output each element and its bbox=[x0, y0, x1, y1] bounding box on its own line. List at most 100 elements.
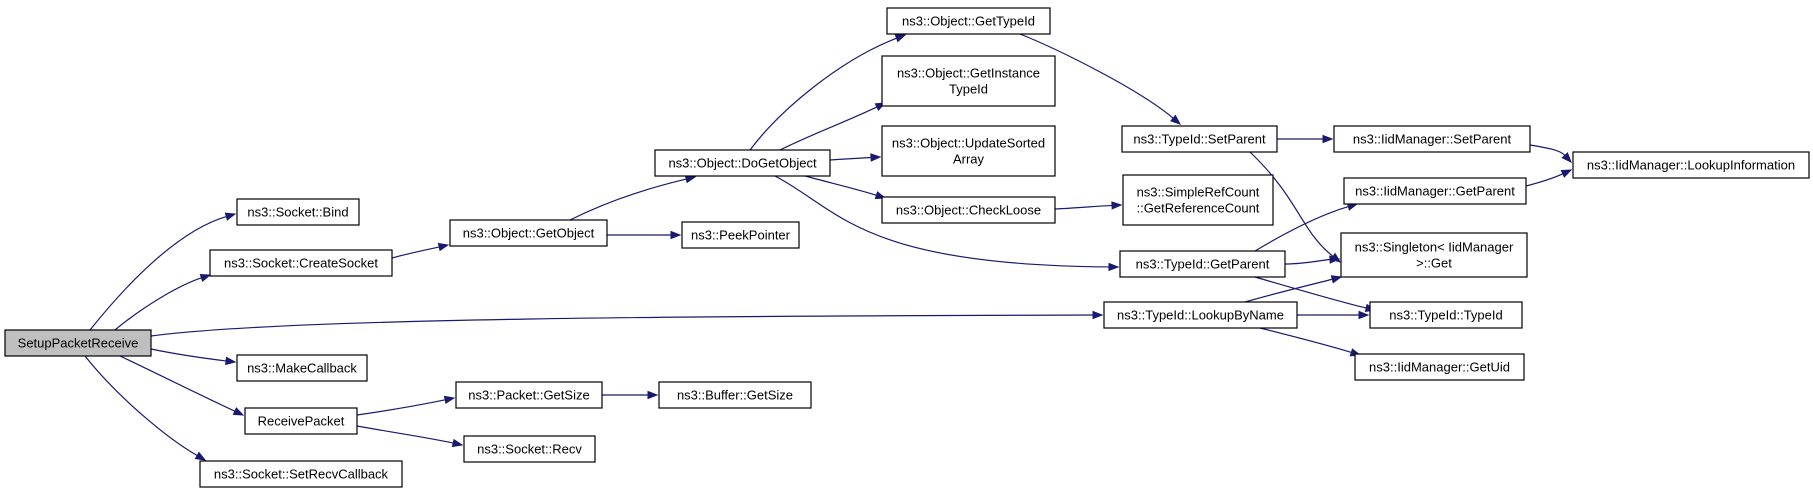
node-box bbox=[1103, 301, 1298, 329]
node-box bbox=[1340, 232, 1528, 278]
arrowhead-icon bbox=[224, 212, 237, 221]
node-label: ns3::Object::GetInstance bbox=[897, 66, 1040, 81]
node-label: ns3::Socket::Recv bbox=[477, 442, 582, 457]
node-dogetobject[interactable]: ns3::Object::DoGetObject bbox=[654, 149, 831, 177]
node-receivepacket[interactable]: ReceivePacket bbox=[244, 407, 358, 435]
edge-setup-to-createsocket bbox=[114, 273, 212, 331]
node-typeid[interactable]: ns3::TypeId::TypeId bbox=[1369, 301, 1523, 329]
node-getparent[interactable]: ns3::TypeId::GetParent bbox=[1119, 250, 1286, 278]
call-nodes: SetupPacketReceivens3::Socket::Bindns3::… bbox=[4, 7, 1810, 488]
edge-line bbox=[1054, 204, 1113, 210]
node-label: ns3::Object::GetTypeId bbox=[902, 14, 1035, 29]
node-label: ns3::Object::DoGetObject bbox=[668, 156, 817, 171]
node-label: ns3::Object::GetObject bbox=[463, 226, 595, 241]
edge-dogetobject-to-updatesorted bbox=[829, 153, 882, 162]
edge-pktgetsize-to-bufgetsize bbox=[601, 390, 659, 400]
edge-line bbox=[1525, 173, 1564, 187]
node-singleton[interactable]: ns3::Singleton< IidManager>::Get bbox=[1340, 232, 1528, 278]
edge-line bbox=[1254, 276, 1367, 309]
edge-setup-to-bind bbox=[89, 212, 237, 331]
edge-lookupbyname-to-iidgetuid bbox=[1259, 327, 1362, 357]
arrowhead-icon bbox=[870, 153, 882, 162]
node-label: ns3::PeekPointer bbox=[691, 228, 791, 243]
node-label: ns3::Packet::GetSize bbox=[468, 388, 589, 403]
node-box bbox=[199, 460, 403, 488]
node-iidgetuid[interactable]: ns3::IidManager::GetUid bbox=[1354, 353, 1525, 381]
edge-setup-to-lookupbyname bbox=[150, 310, 1104, 337]
node-lookupbyname[interactable]: ns3::TypeId::LookupByName bbox=[1103, 301, 1298, 329]
node-lookupinfo[interactable]: ns3::IidManager::LookupInformation bbox=[1572, 151, 1810, 179]
node-pktgetsize[interactable]: ns3::Packet::GetSize bbox=[455, 381, 603, 409]
node-bufgetsize[interactable]: ns3::Buffer::GetSize bbox=[658, 381, 812, 409]
edge-line bbox=[804, 175, 877, 196]
node-box bbox=[886, 7, 1051, 35]
edge-getparent-to-singleton bbox=[1284, 255, 1341, 265]
edge-line bbox=[1529, 144, 1566, 156]
node-box bbox=[881, 125, 1056, 177]
node-box bbox=[4, 329, 152, 357]
node-box bbox=[1122, 174, 1274, 226]
edge-checkloose-to-simplerefcount bbox=[1054, 201, 1123, 210]
arrowhead-icon bbox=[225, 356, 237, 366]
node-box bbox=[1343, 177, 1527, 205]
arrowhead-icon bbox=[199, 273, 212, 283]
edge-line bbox=[89, 215, 227, 331]
arrowhead-icon bbox=[1329, 255, 1341, 264]
arrowhead-icon bbox=[451, 438, 464, 448]
node-label: ns3::Object::UpdateSorted bbox=[892, 136, 1045, 151]
node-setrecv[interactable]: ns3::Socket::SetRecvCallback bbox=[199, 460, 403, 488]
edge-setparent-to-iidsetparent bbox=[1277, 134, 1334, 144]
node-checkloose[interactable]: ns3::Object::CheckLoose bbox=[881, 196, 1056, 224]
edge-line bbox=[114, 277, 202, 331]
node-getobject[interactable]: ns3::Object::GetObject bbox=[449, 219, 608, 247]
node-label: TypeId bbox=[949, 82, 988, 97]
node-box bbox=[236, 198, 360, 226]
node-box bbox=[654, 149, 831, 177]
node-label: >::Get bbox=[1416, 256, 1452, 271]
node-label: SetupPacketReceive bbox=[18, 336, 139, 351]
node-gettypeid[interactable]: ns3::Object::GetTypeId bbox=[886, 7, 1051, 35]
node-makecallback[interactable]: ns3::MakeCallback bbox=[236, 354, 368, 382]
call-edges bbox=[84, 33, 1573, 461]
node-label: ns3::TypeId::SetParent bbox=[1133, 132, 1266, 147]
arrowhead-icon bbox=[1108, 262, 1120, 272]
node-label: ns3::Object::CheckLoose bbox=[896, 203, 1041, 218]
node-iidgetparent[interactable]: ns3::IidManager::GetParent bbox=[1343, 177, 1527, 205]
node-box bbox=[1333, 125, 1531, 153]
edge-getobject-to-peekpointer bbox=[607, 230, 682, 240]
edge-iidsetparent-to-lookupinfo bbox=[1529, 144, 1572, 164]
edge-getobject-to-dogetobject bbox=[569, 175, 697, 221]
node-simplerefcount[interactable]: ns3::SimpleRefCount::GetReferenceCount bbox=[1122, 174, 1274, 226]
node-recv[interactable]: ns3::Socket::Recv bbox=[463, 435, 596, 463]
edge-dogetobject-to-getinstance bbox=[779, 102, 887, 151]
node-createsocket[interactable]: ns3::Socket::CreateSocket bbox=[209, 249, 393, 277]
edge-line bbox=[356, 425, 454, 444]
node-iidsetparent[interactable]: ns3::IidManager::SetParent bbox=[1333, 125, 1531, 153]
node-label: ReceivePacket bbox=[258, 414, 345, 429]
node-box bbox=[1572, 151, 1810, 179]
edge-line bbox=[84, 355, 198, 457]
edge-line bbox=[569, 178, 687, 221]
arrowhead-icon bbox=[194, 451, 207, 461]
edge-createsocket-to-getobject bbox=[391, 242, 450, 259]
node-setparent[interactable]: ns3::TypeId::SetParent bbox=[1121, 125, 1278, 153]
node-label: ns3::MakeCallback bbox=[247, 361, 357, 376]
node-box bbox=[463, 435, 596, 463]
node-box bbox=[449, 219, 608, 247]
node-label: ns3::Socket::SetRecvCallback bbox=[214, 467, 389, 482]
node-box bbox=[681, 221, 800, 249]
node-bind[interactable]: ns3::Socket::Bind bbox=[236, 198, 360, 226]
arrowhead-icon bbox=[1561, 152, 1572, 164]
arrowhead-icon bbox=[1358, 310, 1370, 320]
node-label: ::GetReferenceCount bbox=[1137, 201, 1260, 216]
edge-line bbox=[119, 355, 236, 412]
arrowhead-icon bbox=[1330, 275, 1343, 284]
node-label: ns3::IidManager::SetParent bbox=[1353, 132, 1512, 147]
node-peekpointer[interactable]: ns3::PeekPointer bbox=[681, 221, 800, 249]
arrowhead-icon bbox=[894, 34, 907, 43]
edge-setup-to-setrecv bbox=[84, 355, 207, 461]
node-box bbox=[244, 407, 358, 435]
node-setup[interactable]: SetupPacketReceive bbox=[4, 329, 152, 357]
